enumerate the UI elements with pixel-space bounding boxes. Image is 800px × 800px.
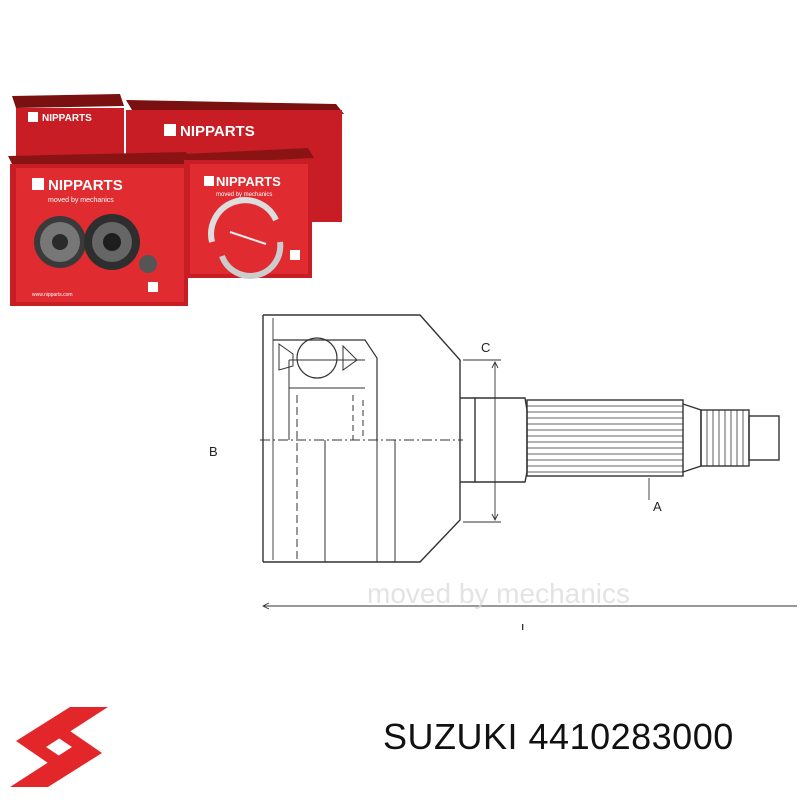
box-brand-text: NIPPARTS	[48, 177, 123, 194]
box-tagline-text: moved by mechanics	[48, 197, 114, 204]
svg-text:NIPPARTS: NIPPARTS	[216, 174, 281, 189]
part-number: 4410283000	[528, 716, 734, 757]
box-url-text: www.nipparts.com	[32, 292, 73, 298]
svg-text:NIPPARTS: NIPPARTS	[42, 113, 92, 124]
product-boxes-image: NIPPARTS NIPPARTS NIPPARTS moved by mech…	[8, 94, 344, 306]
brand-name: SUZUKI	[383, 716, 519, 757]
watermark-text: moved by mechanics	[367, 578, 630, 609]
suzuki-logo-icon	[10, 707, 108, 787]
dimension-label-l: L	[521, 621, 528, 630]
box-front-right: NIPPARTS moved by mechanics	[184, 148, 314, 279]
box-front-left: NIPPARTS moved by mechanics www.nipparts…	[8, 152, 192, 306]
dimension-label-b: B	[209, 444, 218, 459]
svg-text:moved by mechanics: moved by mechanics	[216, 192, 272, 198]
cv-joint-drawing: B C A L moved by mechanics	[209, 314, 797, 630]
dimension-label-c: C	[481, 340, 490, 355]
dimension-label-a: A	[653, 499, 662, 514]
svg-text:NIPPARTS: NIPPARTS	[180, 123, 255, 140]
product-caption: SUZUKI 4410283000	[383, 716, 734, 758]
